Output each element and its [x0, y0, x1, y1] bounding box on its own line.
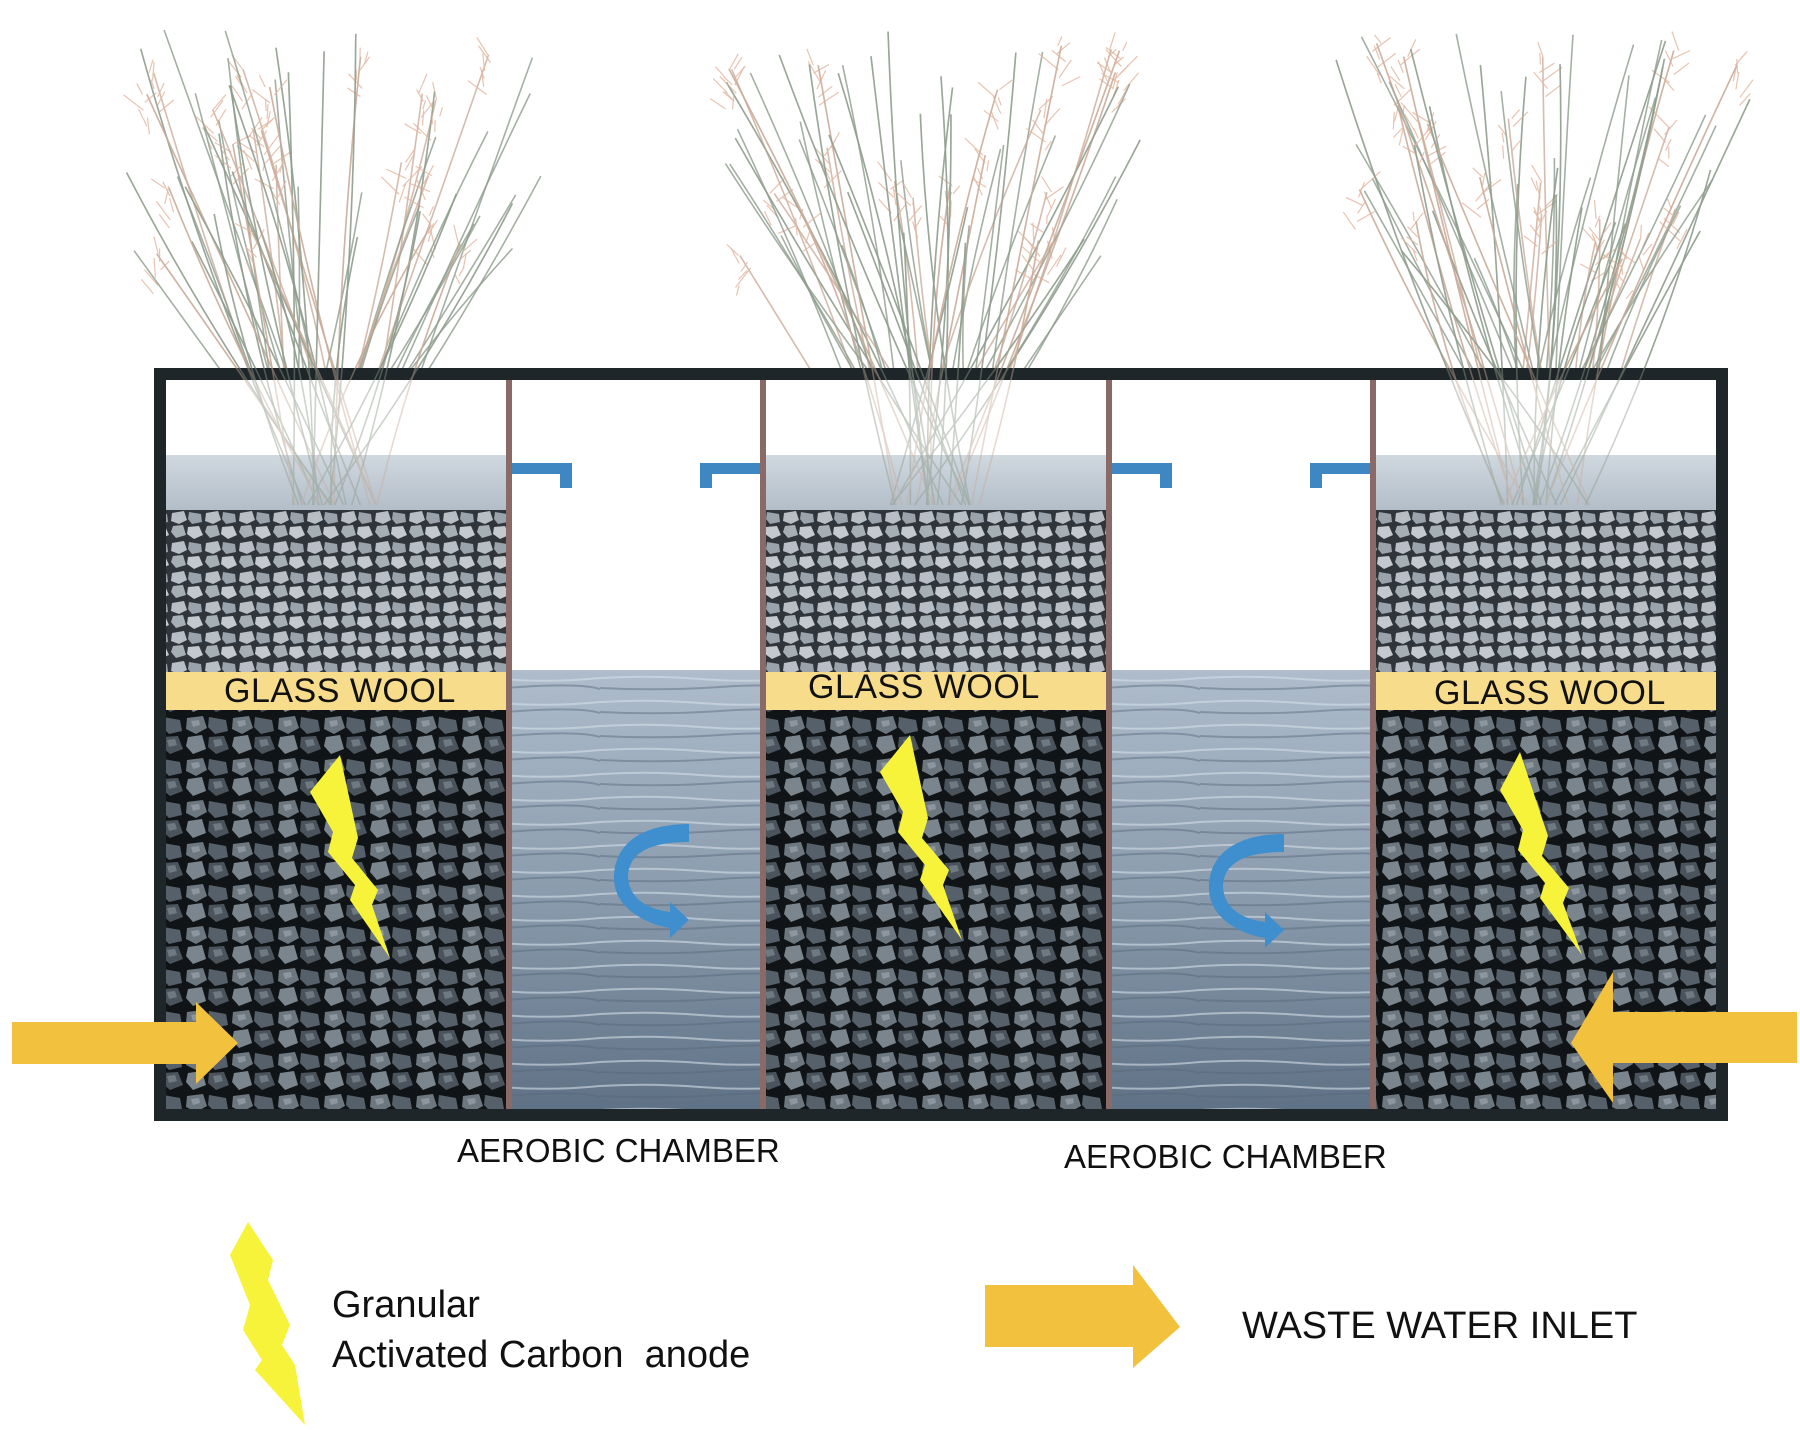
anode-bolt-icon	[310, 755, 390, 958]
legend-anode-line1: Granular	[332, 1284, 480, 1326]
grass-clump-stems	[1335, 40, 1751, 506]
glass-wool-label: GLASS WOOL	[224, 672, 456, 710]
baffle-left	[1112, 463, 1172, 488]
legend-arrow-right-icon	[985, 1265, 1180, 1368]
aerobic-chamber-1	[512, 380, 760, 1110]
legend-anode-line2: Activated Carbon anode	[332, 1334, 751, 1376]
baffle-right	[700, 463, 760, 488]
anode-bolt-icon	[1500, 752, 1582, 955]
inlet-arrow-right-icon	[1571, 972, 1797, 1103]
glass-wool-label: GLASS WOOL	[1434, 674, 1666, 712]
fine-gravel-layer	[166, 510, 506, 675]
fine-gravel-layer	[1376, 510, 1716, 675]
aerobic-chamber-label: AEROBIC CHAMBER	[457, 1132, 780, 1169]
glass-wool-layer	[166, 672, 506, 710]
plant-stems	[125, 31, 1751, 506]
grass-clump-stems	[725, 31, 1141, 506]
circulation-arrow-icon	[613, 824, 689, 938]
coarse-gravel-anode	[766, 710, 1106, 1110]
chamber-dividers	[506, 380, 1376, 1110]
glass-wool-layer	[766, 672, 1106, 710]
planted-chamber-3	[1376, 380, 1716, 1110]
grass-clump-stems	[125, 33, 514, 506]
legend-lightning-bolt-icon	[230, 1222, 305, 1425]
baffle-left	[512, 463, 572, 488]
tank-frame	[154, 368, 1728, 1121]
glass-wool-layer	[1376, 672, 1716, 710]
legend-inlet-label: WASTE WATER INLET	[1242, 1305, 1638, 1347]
aerobic-chamber-2	[1112, 380, 1370, 1110]
glass-wool-label: GLASS WOOL	[808, 668, 1040, 706]
legend-anode-label: Granular Activated Carbon anode	[332, 1280, 750, 1380]
anode-bolt-icon	[880, 735, 962, 940]
aerobic-chamber-label: AEROBIC CHAMBER	[1064, 1138, 1387, 1175]
baffle-right	[1310, 463, 1370, 488]
planted-chamber-2	[766, 380, 1106, 1110]
inlet-arrow-left-icon	[12, 1002, 238, 1084]
fine-gravel-layer	[766, 510, 1106, 675]
circulation-arrow-icon	[1208, 834, 1284, 948]
